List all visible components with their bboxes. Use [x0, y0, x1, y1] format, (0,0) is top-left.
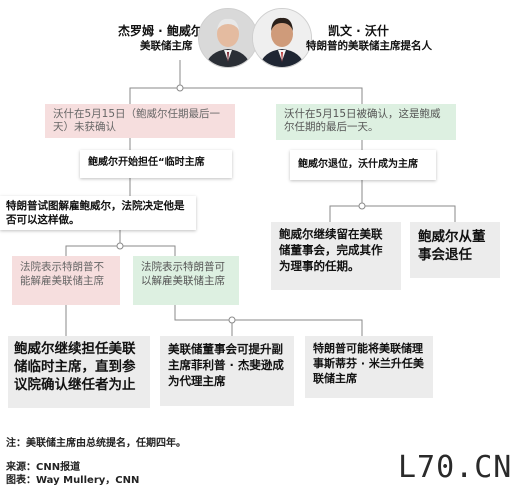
person-portrait-icon	[253, 9, 311, 67]
powell-title: 美联储主席	[140, 40, 193, 52]
connector-court-split-right	[120, 245, 176, 256]
connector-court-yes-split	[174, 305, 233, 336]
warsh-not-confirmed-box: 沃什在5月15日（鲍威尔任期最后一天）未获确认	[45, 104, 235, 138]
court-cannot-fire-box: 法院表示特朗普不能解雇美联储主席	[12, 256, 120, 305]
jefferson-acting-box: 美联储董事会可提升副主席菲利普 · 杰斐逊成为代理主席	[160, 336, 294, 406]
powell-interim-box: 鲍威尔开始担任“临时主席	[80, 150, 232, 178]
person-portrait-icon	[199, 9, 257, 67]
connector-node	[228, 316, 236, 324]
miran-box: 特朗普可能将美联储理事斯蒂芬 · 米兰升任美联储主席	[305, 336, 433, 398]
powell-steps-down-box: 鲍威尔退位，沃什成为主席	[290, 150, 436, 180]
court-can-fire-box: 法院表示特朗普可以解雇美联储主席	[133, 256, 239, 305]
stay-governor-box: 鲍威尔继续留在美联储董事会，完成其作为理事的任期。	[271, 222, 401, 290]
connector-node	[176, 84, 184, 92]
warsh-confirmed-box: 沃什在5月15日被确认，这是鲍威尔任期的最后一天。	[276, 104, 456, 140]
connector-right-split-2	[362, 205, 456, 222]
powell-name: 杰罗姆 · 鲍威尔	[118, 24, 203, 38]
connector-court-yes-split-2	[232, 319, 363, 336]
warsh-name: 凯文 · 沃什	[328, 24, 389, 38]
connector-node	[116, 242, 124, 250]
warsh-title: 特朗普的美联储主席提名人	[306, 40, 432, 52]
connector-top-split	[129, 87, 363, 104]
powell-avatar	[198, 8, 258, 68]
trump-fire-box: 特朗普试图解雇鲍威尔，法院决定他是否可以这样做。	[0, 196, 196, 230]
connector-court-split	[65, 230, 121, 256]
retire-box: 鲍威尔从董事会退任	[410, 222, 500, 278]
continue-interim-box: 鲍威尔继续担任美联储临时主席，直到参议院确认继任者为止	[8, 336, 150, 408]
footer-source: 来源：CNN报道	[6, 462, 81, 473]
warsh-avatar	[252, 8, 312, 68]
watermark-text: L70.CN	[398, 450, 512, 485]
footer-credit: 图表：Way Mullery，CNN	[6, 475, 140, 486]
connector-right-split	[329, 180, 363, 222]
connector-node	[358, 202, 366, 210]
footer-note: 注：美联储主席由总统提名，任期四年。	[6, 438, 186, 449]
